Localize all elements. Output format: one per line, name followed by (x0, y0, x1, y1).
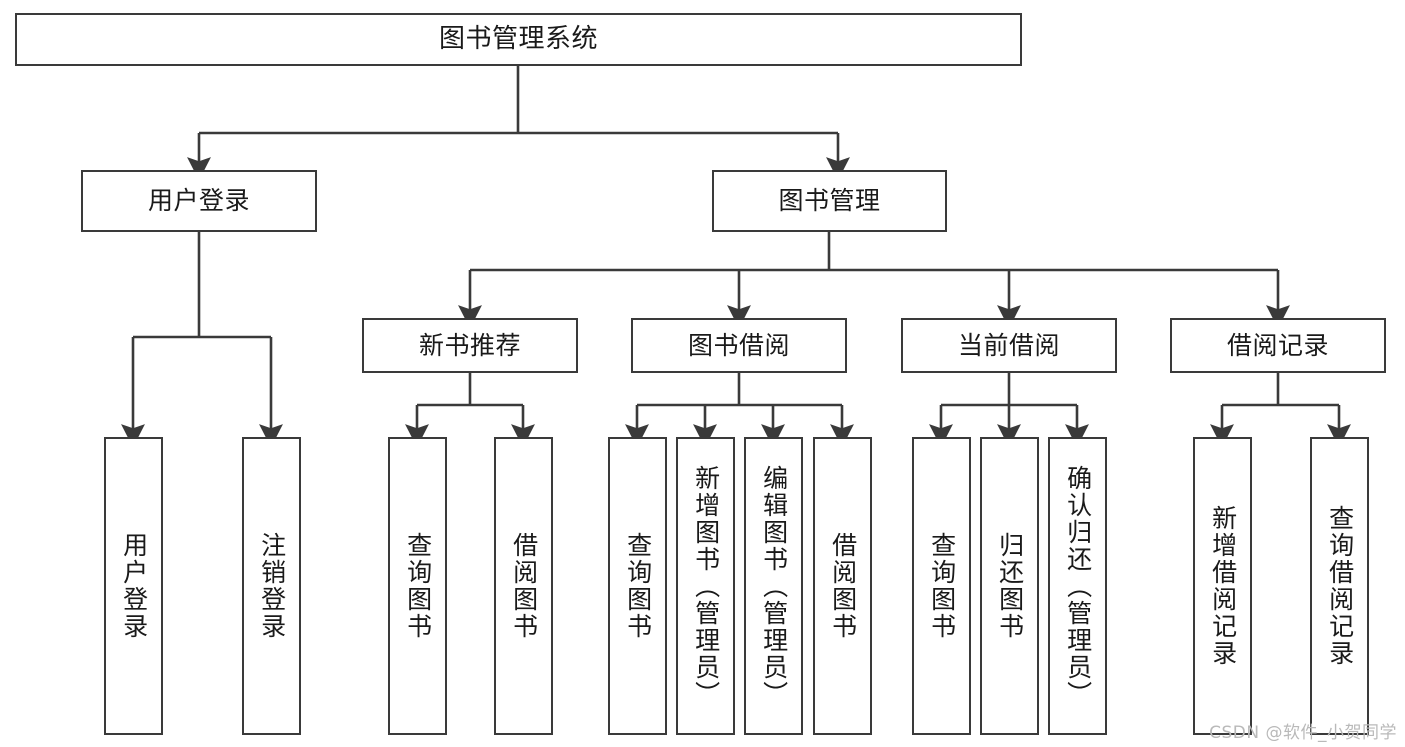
node-root[interactable]: 图书管理系统 (15, 13, 1022, 66)
csdn-watermark: CSDN @软件_小贺同学 (1209, 723, 1397, 743)
node-leaf-return-book[interactable]: 归还图书 (980, 437, 1039, 735)
node-leaf-query-borrow-record-label: 查询借阅记录 (1325, 505, 1355, 667)
node-user-login-label: 用户登录 (147, 186, 250, 216)
node-leaf-edit-book-label: 编辑图书（管理员） (759, 464, 789, 708)
node-leaf-borrow-book-1[interactable]: 借阅图书 (494, 437, 553, 735)
node-borrow-record[interactable]: 借阅记录 (1170, 318, 1386, 373)
node-leaf-confirm-return[interactable]: 确认归还（管理员） (1048, 437, 1107, 735)
node-leaf-add-book-label: 新增图书（管理员） (691, 464, 721, 708)
node-book-borrow-label: 图书借阅 (687, 330, 790, 360)
node-leaf-logout-login-label: 注销登录 (257, 532, 287, 640)
node-leaf-query-borrow-record[interactable]: 查询借阅记录 (1310, 437, 1369, 735)
node-leaf-query-book-2[interactable]: 查询图书 (608, 437, 667, 735)
node-leaf-user-login-label: 用户登录 (119, 532, 149, 640)
node-leaf-edit-book[interactable]: 编辑图书（管理员） (744, 437, 803, 735)
node-book-manage[interactable]: 图书管理 (712, 170, 947, 232)
node-leaf-borrow-book-2-label: 借阅图书 (828, 532, 858, 640)
node-leaf-query-book-1-label: 查询图书 (403, 532, 433, 640)
node-borrow-record-label: 借阅记录 (1226, 330, 1329, 360)
node-leaf-confirm-return-label: 确认归还（管理员） (1063, 464, 1093, 708)
node-leaf-return-book-label: 归还图书 (995, 532, 1025, 640)
node-leaf-borrow-book-1-label: 借阅图书 (509, 532, 539, 640)
node-new-book-recommend[interactable]: 新书推荐 (362, 318, 578, 373)
node-current-borrow-label: 当前借阅 (957, 330, 1060, 360)
node-leaf-add-borrow-record[interactable]: 新增借阅记录 (1193, 437, 1252, 735)
node-new-book-recommend-label: 新书推荐 (418, 330, 521, 360)
node-leaf-add-book[interactable]: 新增图书（管理员） (676, 437, 735, 735)
node-leaf-query-book-3-label: 查询图书 (927, 532, 957, 640)
node-leaf-add-borrow-record-label: 新增借阅记录 (1208, 505, 1238, 667)
node-current-borrow[interactable]: 当前借阅 (901, 318, 1117, 373)
node-book-manage-label: 图书管理 (778, 186, 881, 216)
node-leaf-query-book-3[interactable]: 查询图书 (912, 437, 971, 735)
node-leaf-query-book-2-label: 查询图书 (623, 532, 653, 640)
node-leaf-query-book-1[interactable]: 查询图书 (388, 437, 447, 735)
node-leaf-borrow-book-2[interactable]: 借阅图书 (813, 437, 872, 735)
node-leaf-user-login[interactable]: 用户登录 (104, 437, 163, 735)
node-root-label: 图书管理系统 (438, 24, 598, 55)
node-leaf-logout-login[interactable]: 注销登录 (242, 437, 301, 735)
node-user-login[interactable]: 用户登录 (81, 170, 317, 232)
node-book-borrow[interactable]: 图书借阅 (631, 318, 847, 373)
